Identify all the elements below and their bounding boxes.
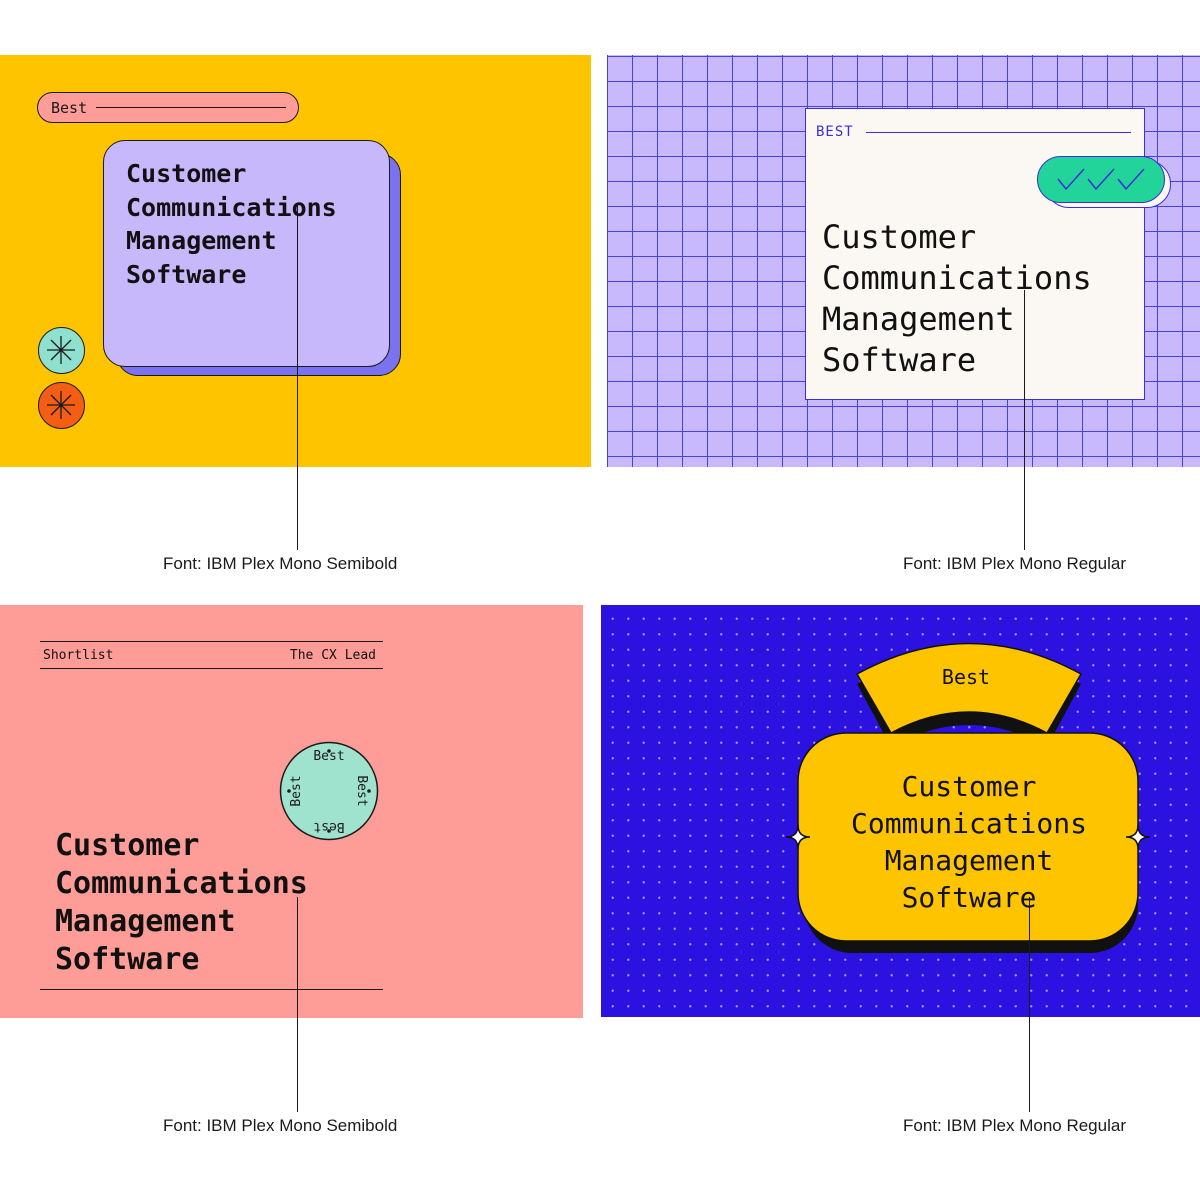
seal-word: Best <box>289 775 304 806</box>
sparkle-icon <box>785 824 811 850</box>
title-line: Software <box>822 341 977 379</box>
pill-rule <box>96 107 286 108</box>
font-caption: Font: IBM Plex Mono Regular <box>903 554 1126 573</box>
pill-label: Best <box>51 99 88 117</box>
best-rule <box>866 132 1131 133</box>
header-rule-top <box>40 641 383 642</box>
check-pill <box>1037 156 1165 203</box>
title-line: Customer <box>126 159 247 188</box>
checkmark-icon <box>1117 168 1145 191</box>
sparkle-icon <box>1125 824 1151 850</box>
title-card: Customer Communications Management Softw… <box>103 140 390 367</box>
title-line: Management <box>126 226 277 255</box>
title-line: Customer <box>901 770 1037 803</box>
best-pill: Best <box>37 92 299 123</box>
checkmark-icon <box>1057 168 1085 191</box>
best-seal-icon: Best Best Best Best <box>279 741 379 841</box>
title-line: Management <box>884 844 1054 877</box>
asterisk-icon <box>38 327 85 374</box>
seal-word: Best <box>354 775 369 806</box>
asterisk-icon <box>38 382 85 429</box>
title-line: Software <box>901 881 1037 914</box>
title-card: BEST Customer Communications Management … <box>805 108 1145 400</box>
badge-artwork <box>785 642 1151 953</box>
title-line: Management <box>822 300 1015 338</box>
best-label: BEST <box>816 124 854 140</box>
font-caption: Font: IBM Plex Mono Regular <box>903 1116 1126 1135</box>
title-line: Management <box>55 904 236 939</box>
header-rule-bottom <box>40 668 383 669</box>
leader-line <box>297 205 298 550</box>
seal-word: Best <box>313 819 344 834</box>
title-line: Customer <box>55 828 200 863</box>
card-title: Customer Communications Management Softw… <box>126 157 337 291</box>
card-title: Customer Communications Management Softw… <box>799 768 1139 916</box>
font-caption: Font: IBM Plex Mono Semibold <box>163 554 398 573</box>
title-line: Communications <box>55 866 308 901</box>
header-right: The CX Lead <box>289 648 376 663</box>
title-line: Communications <box>126 192 337 222</box>
title-line: Communications <box>822 259 1092 297</box>
title-line: Communications <box>850 807 1087 840</box>
checkmark-icon <box>1087 168 1115 191</box>
arc-label: Best <box>941 665 991 689</box>
card-title: Customer Communications Management Softw… <box>55 827 308 979</box>
panel-4: Best Customer Communications Management … <box>601 605 1200 1017</box>
arc-banner <box>855 642 1083 735</box>
panel-3: Shortlist The CX Lead Best Best Best Bes… <box>0 605 583 1018</box>
font-caption: Font: IBM Plex Mono Semibold <box>163 1116 398 1135</box>
header-left: Shortlist <box>43 648 114 663</box>
panel-1: Best Customer Communications Management … <box>0 55 591 467</box>
title-line: Customer <box>822 218 977 256</box>
leader-line <box>1024 290 1025 550</box>
title-line: Software <box>55 942 200 977</box>
leader-line <box>297 897 298 1112</box>
seal-word: Best <box>313 749 344 764</box>
panel-2: BEST Customer Communications Management … <box>607 55 1200 467</box>
card-title: Customer Communications Management Softw… <box>822 217 1092 381</box>
leader-line <box>1029 897 1030 1112</box>
footer-rule <box>40 989 383 990</box>
title-line: Software <box>126 259 247 289</box>
